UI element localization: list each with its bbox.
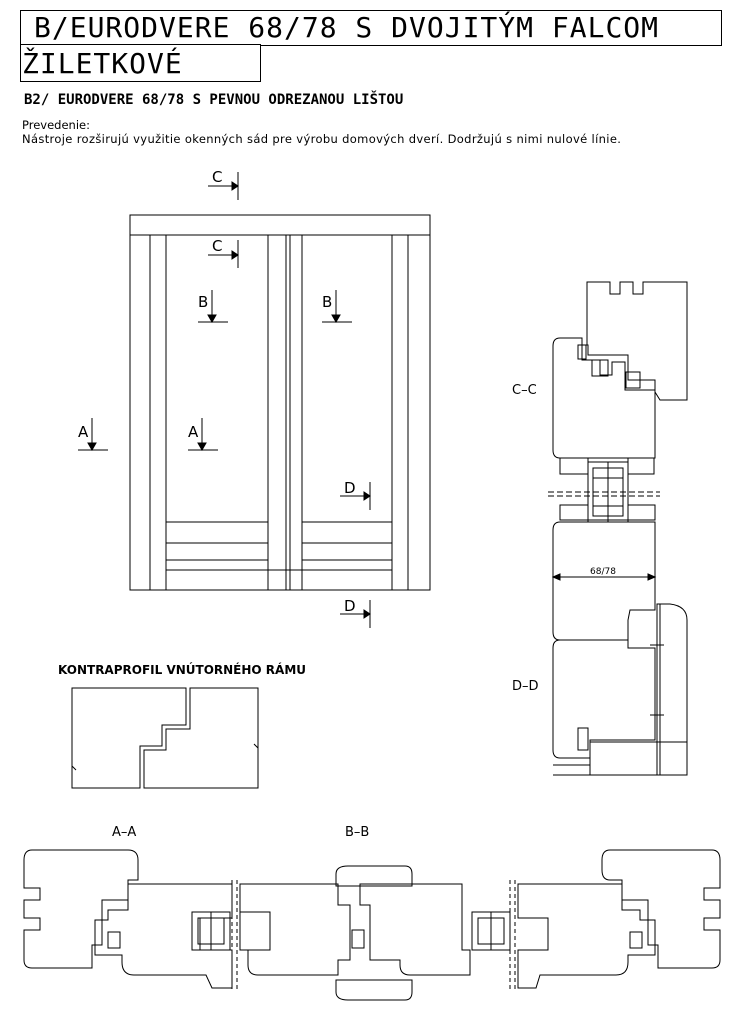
section-marker-c-inner bbox=[208, 240, 239, 268]
section-marker-d-bottom bbox=[340, 600, 371, 628]
title-line1: B/EURODVERE 68/78 S DVOJITÝM FALCOM bbox=[34, 11, 660, 44]
title-box-line1 bbox=[20, 10, 722, 46]
section-marker-a-outer bbox=[78, 418, 108, 452]
mark-c-inner: C bbox=[212, 237, 222, 255]
door-elevation bbox=[129, 214, 431, 591]
mark-d-inner: D bbox=[344, 479, 356, 497]
mark-d-bottom: D bbox=[344, 597, 356, 615]
description-text: Nástroje rozširujú využitie okenných sád… bbox=[22, 132, 622, 146]
mark-a-outer: A bbox=[78, 423, 89, 441]
kontraprofil-drawing bbox=[71, 687, 259, 789]
kontraprofil-label: KONTRAPROFIL VNÚTORNÉHO RÁMU bbox=[58, 662, 306, 677]
section-marker-b-right bbox=[322, 290, 352, 324]
section-marker-a-inner bbox=[188, 418, 218, 452]
section-aa-bb bbox=[23, 849, 721, 1001]
subtitle: B2/ EURODVERE 68/78 S PEVNOU ODREZANOU L… bbox=[24, 92, 404, 108]
description-label: Prevedenie: bbox=[22, 118, 90, 132]
section-marker-d-inner bbox=[340, 482, 371, 510]
title-line2: ŽILETKOVÉ bbox=[22, 47, 183, 80]
mark-c-top: C bbox=[212, 168, 222, 186]
label-bb: B–B bbox=[345, 825, 369, 840]
title-box-line2 bbox=[20, 44, 261, 82]
section-marker-b-left bbox=[198, 290, 228, 324]
label-aa: A–A bbox=[112, 825, 136, 840]
mark-a-inner: A bbox=[188, 423, 199, 441]
mark-b-left: B bbox=[198, 293, 208, 311]
label-cc: C–C bbox=[512, 383, 537, 398]
mark-b-right: B bbox=[322, 293, 332, 311]
label-dd: D–D bbox=[512, 679, 539, 694]
dimension-label: 68/78 bbox=[590, 567, 616, 577]
section-cc-dd bbox=[548, 281, 688, 776]
section-marker-c-top bbox=[208, 172, 239, 200]
